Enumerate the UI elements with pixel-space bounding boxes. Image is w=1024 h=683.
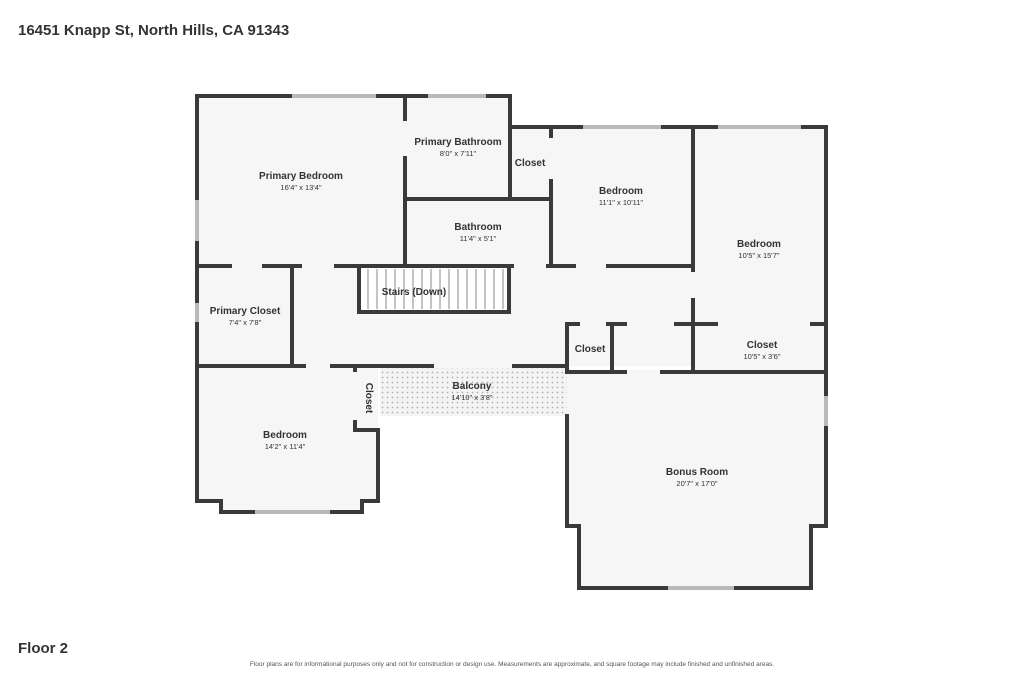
floor-label: Floor 2	[18, 640, 69, 657]
room-dims-closet-right: 10'5" x 3'6"	[744, 352, 781, 361]
room-dims-bedroom-right: 10'5" x 15'7"	[738, 251, 779, 260]
disclaimer-text: Floor plans are for informational purpos…	[249, 661, 775, 668]
room-labels: Primary Bedroom 16'4" x 13'4" Primary Ba…	[210, 137, 781, 488]
room-dims-bathroom: 11'4" x 5'1"	[460, 234, 497, 243]
room-dims-bedroom-bottom: 14'2" x 11'4"	[265, 442, 306, 451]
windows	[195, 94, 828, 590]
room-dims-primary-bathroom: 8'0" x 7'11"	[440, 149, 477, 158]
balcony-area	[380, 366, 567, 416]
room-fills	[197, 96, 826, 588]
room-name-bonus-room: Bonus Room	[666, 467, 728, 478]
room-name-bedroom-bottom: Bedroom	[263, 430, 307, 441]
room-name-closet-small: Closet	[363, 383, 374, 414]
room-name-primary-bathroom: Primary Bathroom	[414, 137, 501, 148]
room-name-bathroom: Bathroom	[454, 222, 501, 233]
room-name-bedroom-mid: Bedroom	[599, 186, 643, 197]
stairs-treads	[359, 266, 509, 312]
room-name-bedroom-right: Bedroom	[737, 239, 781, 250]
room-dims-primary-closet: 7'4" x 7'8"	[229, 318, 262, 327]
room-name-closet-mid: Closet	[575, 344, 606, 355]
address-title: 16451 Knapp St, North Hills, CA 91343	[18, 22, 290, 39]
room-name-balcony: Balcony	[453, 381, 492, 392]
room-name-closet-right: Closet	[747, 340, 778, 351]
room-dims-bedroom-mid: 11'1" x 10'11"	[599, 198, 644, 207]
room-name-primary-closet: Primary Closet	[210, 306, 281, 317]
room-name-primary-bedroom: Primary Bedroom	[259, 171, 343, 182]
room-dims-primary-bedroom: 16'4" x 13'4"	[280, 183, 321, 192]
room-name-closet-top: Closet	[515, 158, 546, 169]
door-openings	[232, 121, 695, 420]
room-name-stairs: Stairs (Down)	[382, 287, 446, 298]
room-dims-balcony: 14'10" x 3'8"	[451, 393, 492, 402]
room-dims-bonus-room: 20'7" x 17'0"	[676, 479, 717, 488]
